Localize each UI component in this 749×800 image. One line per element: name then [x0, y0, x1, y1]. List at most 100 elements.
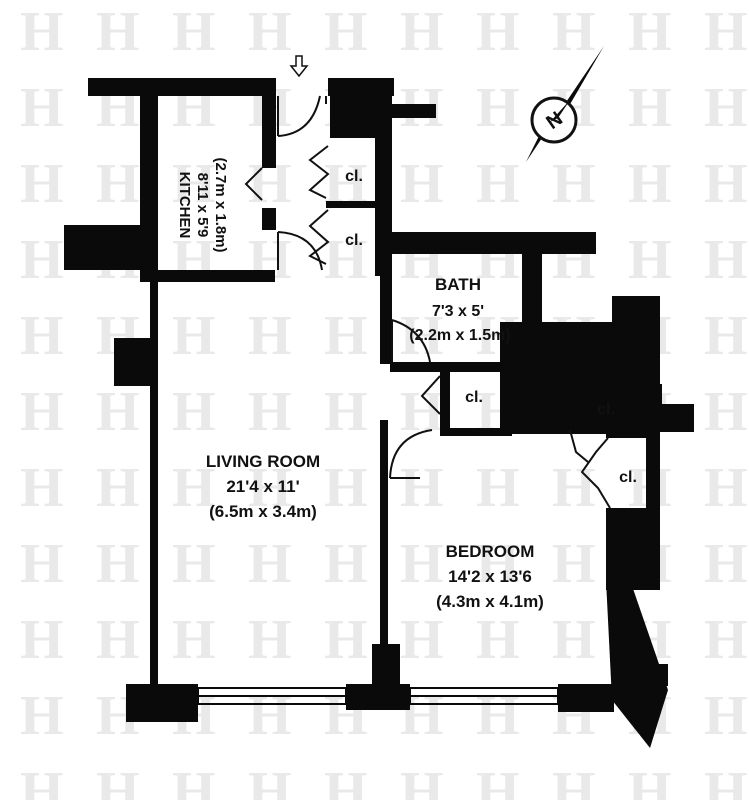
watermark-glyph: H [324, 761, 368, 800]
watermark-glyph: H [476, 533, 520, 595]
watermark-glyph: H [20, 153, 64, 215]
watermark-glyph: H [628, 229, 672, 291]
kitchen-label: KITCHEN 8'11 x 5'9 (2.7m x 1.8m) [176, 157, 229, 252]
watermark-glyph: H [552, 153, 596, 215]
watermark-glyph: H [20, 457, 64, 519]
closet-label: cl. [345, 232, 363, 249]
watermark-glyph: H [400, 153, 444, 215]
bath-size-imperial: 7'3 x 5' [432, 303, 484, 320]
watermark-glyph: H [400, 609, 444, 671]
watermark-glyph: H [628, 77, 672, 139]
watermark-glyph: H [324, 305, 368, 367]
watermark-glyph: H [248, 685, 292, 747]
watermark-glyph: H [704, 1, 748, 63]
doors [244, 95, 611, 509]
watermark-glyph: H [324, 229, 368, 291]
bath-size-metric: (2.2m x 1.5m) [409, 327, 510, 344]
watermark-glyph: H [96, 761, 140, 800]
watermark-glyph: H [704, 305, 748, 367]
watermark-glyph: H [476, 153, 520, 215]
watermark-glyph: H [172, 153, 216, 215]
watermark-glyph: H [704, 457, 748, 519]
watermark-glyph: H [400, 761, 444, 800]
watermark-glyph: H [628, 1, 672, 63]
watermark-glyph: H [248, 305, 292, 367]
watermark-glyph: H [172, 305, 216, 367]
watermark-glyph: H [400, 1, 444, 63]
watermark-glyph: H [552, 609, 596, 671]
closet-label: cl. [597, 401, 615, 418]
watermark-glyph: H [20, 761, 64, 800]
watermark-glyph: H [172, 533, 216, 595]
windows [197, 687, 559, 705]
watermark-glyph: H [20, 533, 64, 595]
watermark-glyph: H [20, 305, 64, 367]
kitchen-name: KITCHEN [176, 172, 193, 239]
watermark-glyph: H [172, 457, 216, 519]
watermark-glyph: H [476, 457, 520, 519]
walls [64, 78, 694, 748]
closet-label: cl. [345, 168, 363, 185]
watermark-glyph: H [20, 229, 64, 291]
watermark-glyph: H [172, 761, 216, 800]
watermark-glyph: H [20, 77, 64, 139]
watermark-glyph: H [20, 1, 64, 63]
watermark-glyph: H [476, 1, 520, 63]
watermark-glyph: H [628, 153, 672, 215]
bedroom-size-metric: (4.3m x 4.1m) [436, 592, 544, 611]
arrow-down-icon [289, 55, 309, 78]
watermark-glyph: H [248, 381, 292, 443]
watermark-glyph: H [400, 305, 444, 367]
watermark-glyph: H [248, 533, 292, 595]
watermark-glyph: H [476, 761, 520, 800]
watermark-glyph: H [248, 761, 292, 800]
watermark-glyph: H [552, 533, 596, 595]
watermark-glyph: H [552, 1, 596, 63]
watermark-glyph: H [96, 381, 140, 443]
watermark-glyph: H [324, 381, 368, 443]
watermark-glyph: H [704, 761, 748, 800]
watermark-glyph: H [248, 1, 292, 63]
watermark-glyph: H [172, 381, 216, 443]
watermark-glyph: H [400, 533, 444, 595]
watermark-glyph: H [552, 457, 596, 519]
watermark-glyph: H [96, 457, 140, 519]
living-room-size-metric: (6.5m x 3.4m) [209, 502, 317, 521]
bath-name: BATH [435, 275, 481, 294]
kitchen-size-imperial: 8'11 x 5'9 [194, 173, 211, 238]
watermark-glyph: H [248, 609, 292, 671]
watermark-glyph: H [628, 761, 672, 800]
watermark-glyph: H [704, 609, 748, 671]
living-room-name: LIVING ROOM [206, 452, 320, 471]
watermark-glyph: H [324, 609, 368, 671]
watermark-glyph: H [172, 609, 216, 671]
compass-icon: N [526, 46, 604, 162]
bedroom-name: BEDROOM [446, 542, 535, 561]
watermark-glyph: H [96, 609, 140, 671]
watermark-glyph: H [324, 1, 368, 63]
watermark-glyph: H [248, 457, 292, 519]
watermark-glyph: H [96, 1, 140, 63]
watermark-glyph: H [324, 457, 368, 519]
closet-label: cl. [465, 389, 483, 406]
watermark-glyph: H [552, 761, 596, 800]
watermark-glyph: H [20, 609, 64, 671]
watermark-glyph: H [96, 153, 140, 215]
watermark-glyph: H [704, 77, 748, 139]
living-room-size-imperial: 21'4 x 11' [226, 477, 299, 496]
watermark-glyph: H [20, 381, 64, 443]
watermark-glyph: H [400, 457, 444, 519]
closet-label: cl. [619, 469, 637, 486]
watermark-glyph: H [96, 533, 140, 595]
watermark-glyph: H [476, 77, 520, 139]
watermark-glyph: H [704, 685, 748, 747]
watermark-glyph: H [324, 533, 368, 595]
watermark-glyph: H [476, 685, 520, 747]
watermark-glyph: H [476, 609, 520, 671]
watermark-glyph: H [704, 381, 748, 443]
kitchen-size-metric: (2.7m x 1.8m) [212, 157, 229, 252]
watermark-glyph: H [704, 533, 748, 595]
watermark-glyph: H [20, 685, 64, 747]
